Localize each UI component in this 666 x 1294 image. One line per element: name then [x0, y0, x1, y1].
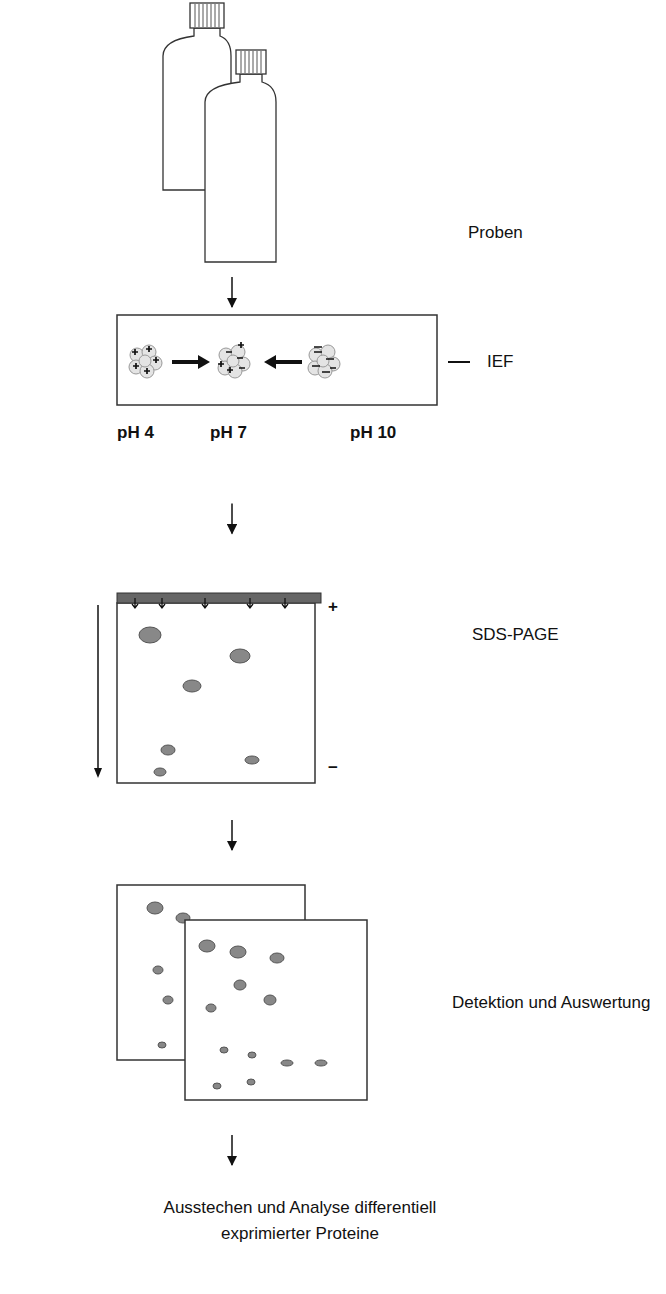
step-label: Ausstechen und Analyse differentiell exp…: [130, 1195, 470, 1246]
polarity-sign: +: [328, 597, 338, 617]
step-label: SDS-PAGE: [472, 622, 559, 648]
flow-arrow: [231, 820, 233, 850]
ph-label: pH 7: [210, 423, 247, 443]
step-label: Proben: [468, 220, 523, 246]
flow-arrow: [231, 1135, 233, 1165]
step-label: IEF: [487, 349, 513, 375]
samples-step: Proben: [150, 0, 610, 272]
flow-arrow: [231, 504, 233, 534]
ief-strip: [117, 315, 470, 405]
analysis-step: Ausstechen und Analyse differentiell exp…: [130, 1195, 470, 1255]
polarity-sign: −: [328, 758, 338, 778]
detection-gels: [117, 885, 367, 1100]
ph-label: pH 10: [350, 423, 396, 443]
sample-bottle: [205, 50, 276, 262]
sds-gel: [94, 593, 321, 783]
detection-step: Detektion und Auswertung: [110, 880, 630, 1105]
flow-arrow: [231, 277, 233, 307]
step-label: Detektion und Auswertung: [452, 990, 650, 1016]
ph-label: pH 4: [117, 423, 154, 443]
sds-page-step: SDS-PAGE: [90, 590, 610, 790]
